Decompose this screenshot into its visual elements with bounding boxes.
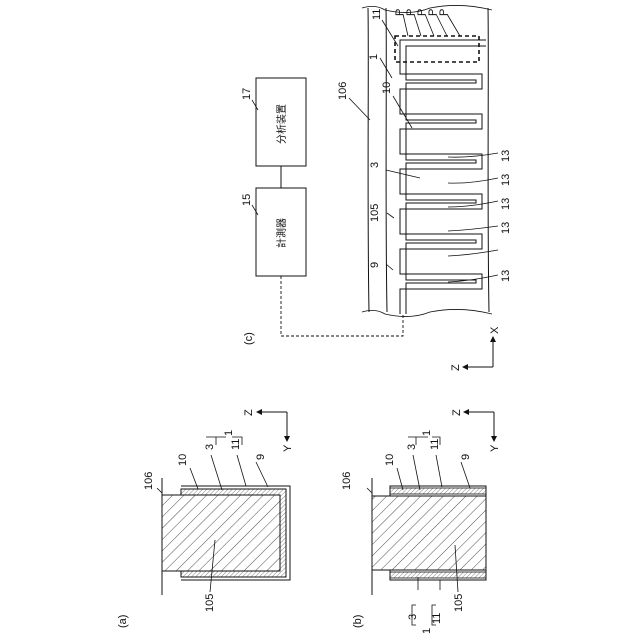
ref-1-bottom-b: 1: [421, 628, 433, 634]
ref-9-a: 9: [255, 454, 267, 460]
ref-13-2: 13: [500, 174, 512, 186]
ref-1-c: 1: [368, 54, 380, 60]
panel-c-label: (c): [243, 332, 255, 345]
axis-z-c: Z: [450, 364, 462, 371]
ref-1-b: 1: [421, 430, 433, 436]
ref-9-c: 9: [369, 262, 381, 268]
axis-y-b: Y: [489, 444, 501, 452]
panel-a: (a) 10 3 11 1 9 106 105 Z Y: [117, 409, 294, 628]
strip-right: [488, 8, 489, 312]
measure-label: 計測器: [275, 218, 288, 248]
leader-106-c: [349, 98, 370, 120]
axis-z-b: Z: [451, 409, 463, 416]
ref-1-a: 1: [223, 430, 235, 436]
leader-10-b: [397, 468, 403, 490]
leader-9-b: [461, 462, 470, 488]
ref-p-5: P: [438, 9, 450, 16]
leader-9-a: [256, 462, 268, 487]
analyzer-label: 分析装置: [275, 104, 288, 144]
ref-3-a: 3: [204, 444, 216, 450]
body-105-b: [372, 496, 486, 570]
panel-c: (c) 分析装置 17 計測器 15 P: [241, 5, 512, 371]
ref-13-1: 13: [500, 150, 512, 162]
serpentine-outer: [400, 40, 486, 314]
ref-11-c: 11: [371, 9, 383, 20]
ref-106-a: 106: [143, 472, 155, 490]
ref-3-bottom-b: 3: [407, 614, 419, 620]
ref-9-b: 9: [460, 454, 472, 460]
layer-3-top-b: [390, 488, 486, 494]
leader-11-a: [237, 455, 246, 486]
axes-a: Z Y: [243, 409, 294, 452]
ref-13-5: 13: [500, 270, 512, 282]
axes-c: Z X: [450, 326, 501, 371]
ref-11-bottom-b: 11: [431, 613, 443, 624]
ref-17: 17: [241, 88, 253, 100]
ref-3-c: 3: [369, 162, 381, 168]
ref-10-a: 10: [177, 454, 189, 466]
axis-x-c: X: [489, 326, 501, 334]
panel-b: (b) 10 3 11 1 9 106 3 11 1 105: [341, 409, 501, 634]
leader-3-a: [211, 455, 222, 490]
leader-11-b: [436, 455, 442, 487]
ref-11-b: 11: [429, 439, 441, 450]
axes-b: Z Y: [451, 409, 501, 452]
ref-11-a: 11: [230, 439, 242, 450]
ref-13-3: 13: [500, 198, 512, 210]
leader-3-b: [413, 455, 420, 490]
ref-10-c: 10: [381, 82, 393, 94]
ref-10-b: 10: [384, 454, 396, 466]
axis-z-a: Z: [243, 409, 255, 416]
leader-106-b: [367, 488, 372, 493]
strip-break-bottom: [362, 309, 492, 316]
leader-9-c: [386, 264, 393, 270]
ref-106-c: 106: [337, 82, 349, 100]
dashed-wire: [281, 276, 403, 336]
p-marks: P P P P P: [394, 9, 460, 36]
ref-3-b: 3: [406, 444, 418, 450]
leader-10-c: [393, 96, 412, 128]
leader-105-c: [387, 213, 394, 218]
ref-13-4: 13: [500, 222, 512, 234]
strip-inner-left: [386, 8, 387, 312]
ref-105-b: 105: [453, 594, 465, 612]
ref-15: 15: [241, 194, 253, 206]
leader-11-c: [382, 20, 398, 46]
panel-a-label: (a): [117, 615, 129, 628]
leader-106-a: [157, 488, 162, 493]
ref-106-b: 106: [341, 472, 353, 490]
ref-105-c: 105: [369, 204, 381, 222]
panel-b-label: (b): [352, 615, 364, 628]
axis-y-a: Y: [282, 444, 294, 452]
layer-3-bottom-b: [390, 572, 486, 578]
body-105-a: [162, 495, 280, 571]
leader-3-c: [386, 170, 420, 178]
ref-105-a: 105: [204, 594, 216, 612]
refs-13: 13 13 13 13 13: [448, 150, 512, 282]
